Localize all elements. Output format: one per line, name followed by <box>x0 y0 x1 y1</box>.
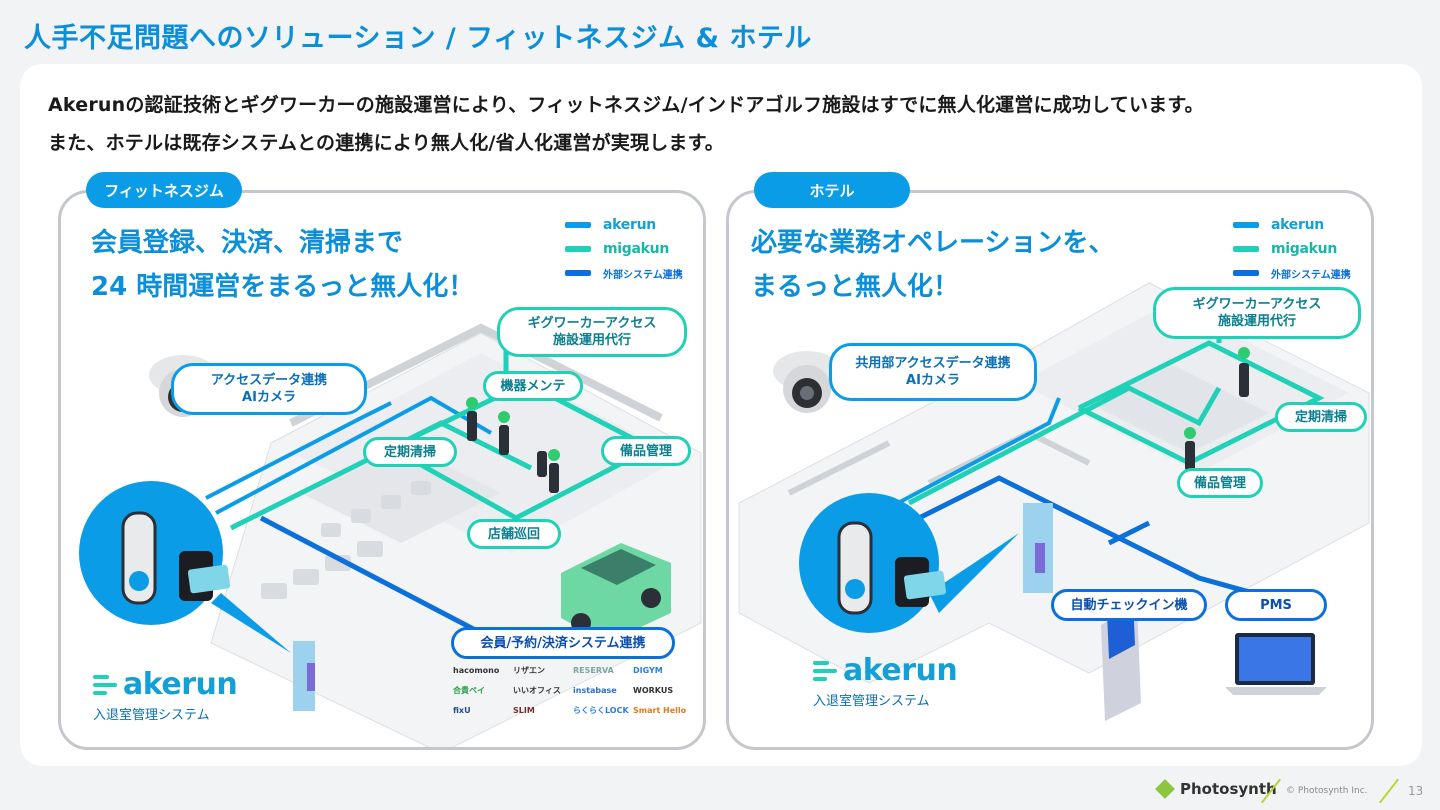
gym-headline-1: 会員登録、決済、清掃まで <box>91 228 404 258</box>
hotel-brand-logo: akerun <box>813 653 958 688</box>
gym-cleaning-callout: 定期清掃 <box>363 437 457 467</box>
page-number: 13 <box>1408 784 1424 798</box>
gym-brand-sub: 入退室管理システム <box>93 708 210 723</box>
hotel-legend: akerun migakun 外部システム連携 <box>1233 213 1357 285</box>
gym-camera-callout-line-2: AIカメラ <box>242 390 296 405</box>
legend-akerun-label: akerun <box>603 217 656 233</box>
partner-logo: instabase <box>573 686 617 695</box>
gym-equipment-callout: 備品管理 <box>601 436 691 466</box>
legend-external: 外部システム連携 <box>1233 261 1357 285</box>
legend-migakun-label: migakun <box>603 241 669 257</box>
footer-copyright: © Photosynth Inc. <box>1286 786 1368 796</box>
partner-logo: hacomono <box>453 666 500 675</box>
gym-patrol-callout: 店舗巡回 <box>467 519 561 549</box>
external-line-swatch <box>1233 270 1259 276</box>
legend-external-label: 外部システム連携 <box>1271 269 1351 281</box>
intro-line-2: また、ホテルは既存システムとの連携により無人化/省人化運営が実現します。 <box>48 132 725 154</box>
partner-logo: DIGYM <box>633 666 663 675</box>
gym-maintenance-callout: 機器メンテ <box>483 371 583 401</box>
gym-brand-logo: akerun <box>93 667 238 702</box>
hotel-camera-callout-line-1: 共用部アクセスデータ連携 <box>855 356 1011 371</box>
partner-logo: リザエン <box>513 666 545 675</box>
hotel-camera-callout-line-2: AIカメラ <box>906 373 960 388</box>
akerun-logo-icon <box>93 673 119 697</box>
gym-camera-callout: アクセスデータ連携 AIカメラ <box>171 363 367 415</box>
hotel-checkin-callout: 自動チェックイン機 <box>1051 589 1207 621</box>
gym-akerun-brand: akerun 入退室管理システム <box>93 667 238 723</box>
tab-fitness-gym: フィットネスジム <box>86 172 242 208</box>
gym-panel: 会員登録、決済、清掃まで 24 時間運営をまるっと無人化！ akerun mig… <box>58 190 706 750</box>
hotel-cleaning-callout: 定期清掃 <box>1275 402 1367 432</box>
gym-camera-callout-line-1: アクセスデータ連携 <box>210 373 328 388</box>
intro-line-1: Akerunの認証技術とギグワーカーの施設運営により、フィットネスジム/インドア… <box>48 94 1204 116</box>
footer-divider <box>1378 778 1400 804</box>
hotel-headline-1: 必要な業務オペレーションを、 <box>751 228 1115 258</box>
legend-external: 外部システム連携 <box>565 261 689 285</box>
gym-brand-name: akerun <box>123 667 238 702</box>
hotel-gigworker-callout-line-2: 施設運用代行 <box>1217 314 1296 329</box>
hotel-gigworker-callout: ギグワーカーアクセス 施設運用代行 <box>1153 287 1361 339</box>
hotel-pms-callout: PMS <box>1225 589 1327 621</box>
photosynth-logo-icon <box>1155 779 1175 799</box>
legend-migakun: migakun <box>565 237 689 261</box>
akerun-line-swatch <box>565 222 591 228</box>
legend-akerun-label: akerun <box>1271 217 1324 233</box>
legend-akerun: akerun <box>1233 213 1357 237</box>
hotel-brand-sub: 入退室管理システム <box>813 694 930 709</box>
hotel-brand-name: akerun <box>843 653 958 688</box>
hotel-panel: 必要な業務オペレーションを、 まるっと無人化！ akerun migakun 外… <box>726 190 1374 750</box>
hotel-equipment-callout: 備品管理 <box>1177 468 1263 498</box>
content-card: Akerunの認証技術とギグワーカーの施設運営により、フィットネスジム/インドア… <box>20 64 1422 766</box>
hotel-headline-2: まるっと無人化！ <box>751 272 960 302</box>
tab-hotel: ホテル <box>754 172 910 208</box>
migakun-line-swatch <box>565 246 591 252</box>
page-title: 人手不足問題へのソリューション / フィットネスジム & ホテル <box>24 23 812 54</box>
legend-migakun-label: migakun <box>1271 241 1337 257</box>
footer-company-logo: Photosynth <box>1155 779 1277 799</box>
partner-logo: fixU <box>453 706 471 715</box>
legend-external-label: 外部システム連携 <box>603 269 683 281</box>
gym-illustration <box>79 313 702 747</box>
partner-logo: らくらくLOCK <box>573 706 629 715</box>
partner-logo: SLIM <box>513 706 535 715</box>
hotel-camera-callout: 共用部アクセスデータ連携 AIカメラ <box>829 343 1037 401</box>
hotel-akerun-brand: akerun 入退室管理システム <box>813 653 958 709</box>
gym-member-system-callout: 会員/予約/決済システム連携 <box>451 627 675 659</box>
gym-headline-2: 24 時間運営をまるっと無人化！ <box>91 272 475 302</box>
hotel-gigworker-callout-line-1: ギグワーカーアクセス <box>1192 297 1322 312</box>
partner-logo: Smart Hello <box>633 706 687 715</box>
gym-legend: akerun migakun 外部システム連携 <box>565 213 689 285</box>
partner-logo: 合貴ペイ <box>453 686 485 695</box>
gym-gigworker-callout-line-1: ギグワーカーアクセス <box>527 316 657 331</box>
external-line-swatch <box>565 270 591 276</box>
migakun-line-swatch <box>1233 246 1259 252</box>
partner-logo: WORKUS <box>633 686 674 695</box>
partner-logo: RESERVA <box>573 666 614 675</box>
gym-gigworker-callout-line-2: 施設運用代行 <box>552 333 631 348</box>
akerun-logo-icon <box>813 659 839 683</box>
akerun-line-swatch <box>1233 222 1259 228</box>
gym-gigworker-callout: ギグワーカーアクセス 施設運用代行 <box>497 307 687 357</box>
partner-logo: いいオフィス <box>513 686 561 695</box>
legend-migakun: migakun <box>1233 237 1357 261</box>
partner-logos: hacomono リザエン RESERVA DIGYM 合貴ペイ いいオフィス … <box>453 665 693 717</box>
legend-akerun: akerun <box>565 213 689 237</box>
footer-company-name: Photosynth <box>1180 780 1277 798</box>
